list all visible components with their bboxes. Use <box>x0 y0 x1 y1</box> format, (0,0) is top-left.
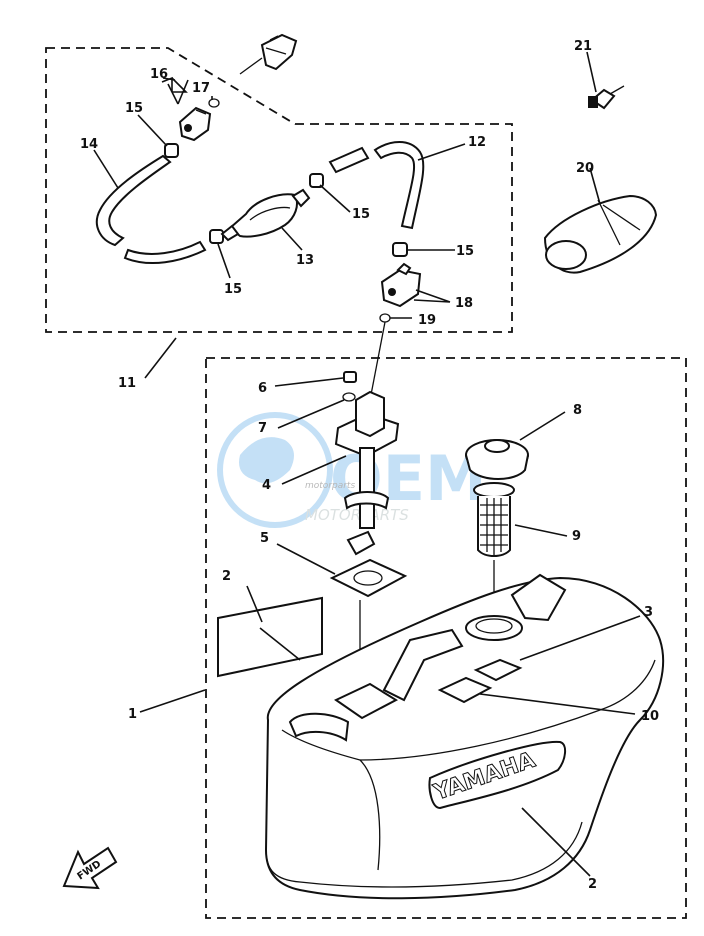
callout-5: 5 <box>260 531 269 546</box>
clip-15-d <box>392 242 408 257</box>
hose-short <box>328 146 370 174</box>
o-ring-17 <box>208 98 220 108</box>
leader-lines <box>93 51 641 877</box>
connector-16 <box>178 106 212 142</box>
callout-8: 8 <box>573 403 582 418</box>
callout-17: 17 <box>192 81 210 96</box>
o-ring-19 <box>379 313 391 323</box>
clip-15-a <box>164 143 179 158</box>
callout-21: 21 <box>574 39 592 54</box>
callout-9: 9 <box>572 529 581 544</box>
callout-2-upper: 2 <box>222 569 231 584</box>
callout-18: 18 <box>455 296 473 311</box>
callout-15-b: 15 <box>352 207 370 222</box>
strainer-9 <box>473 482 515 557</box>
washer-7 <box>342 392 356 402</box>
callout-7: 7 <box>258 421 267 436</box>
watermark-small: motorparts <box>305 481 355 491</box>
callout-11: 11 <box>118 376 136 391</box>
fuel-line-assembly-group-box <box>45 47 513 333</box>
callout-19: 19 <box>418 313 436 328</box>
tank-assembly-group-box <box>205 357 687 919</box>
hose-14-tail <box>123 240 207 264</box>
screw-6 <box>343 371 357 383</box>
callout-16: 16 <box>150 67 168 82</box>
primer-bulb-13 <box>220 188 311 242</box>
callout-6: 6 <box>258 381 267 396</box>
fuel-tank-1: YAMAHA <box>264 573 664 900</box>
callout-15-d: 15 <box>456 244 474 259</box>
fwd-direction-marker: FWD <box>62 846 118 890</box>
connector-18 <box>380 262 422 308</box>
connector-top <box>239 33 298 75</box>
cap-8 <box>465 439 529 480</box>
hose-12 <box>373 141 425 230</box>
callout-12: 12 <box>468 135 486 150</box>
callout-15-a: 15 <box>125 101 143 116</box>
gasket-5 <box>329 558 408 598</box>
callout-10: 10 <box>641 709 659 724</box>
callout-20: 20 <box>576 161 594 176</box>
callout-13: 13 <box>296 253 314 268</box>
clip-15-b <box>309 173 324 188</box>
hose-14 <box>95 154 172 247</box>
callout-14: 14 <box>80 137 98 152</box>
cover-20 <box>543 194 658 274</box>
callout-4: 4 <box>262 478 271 493</box>
callout-1: 1 <box>128 707 137 722</box>
clip-15-c <box>209 229 224 244</box>
fuel-gauge-4 <box>334 390 400 556</box>
screw-21 <box>588 85 625 110</box>
callout-3: 3 <box>644 605 653 620</box>
callout-15-c: 15 <box>224 282 242 297</box>
watermark-sub: MOTORPARTS <box>305 506 409 524</box>
callout-2-lower: 2 <box>588 877 597 892</box>
